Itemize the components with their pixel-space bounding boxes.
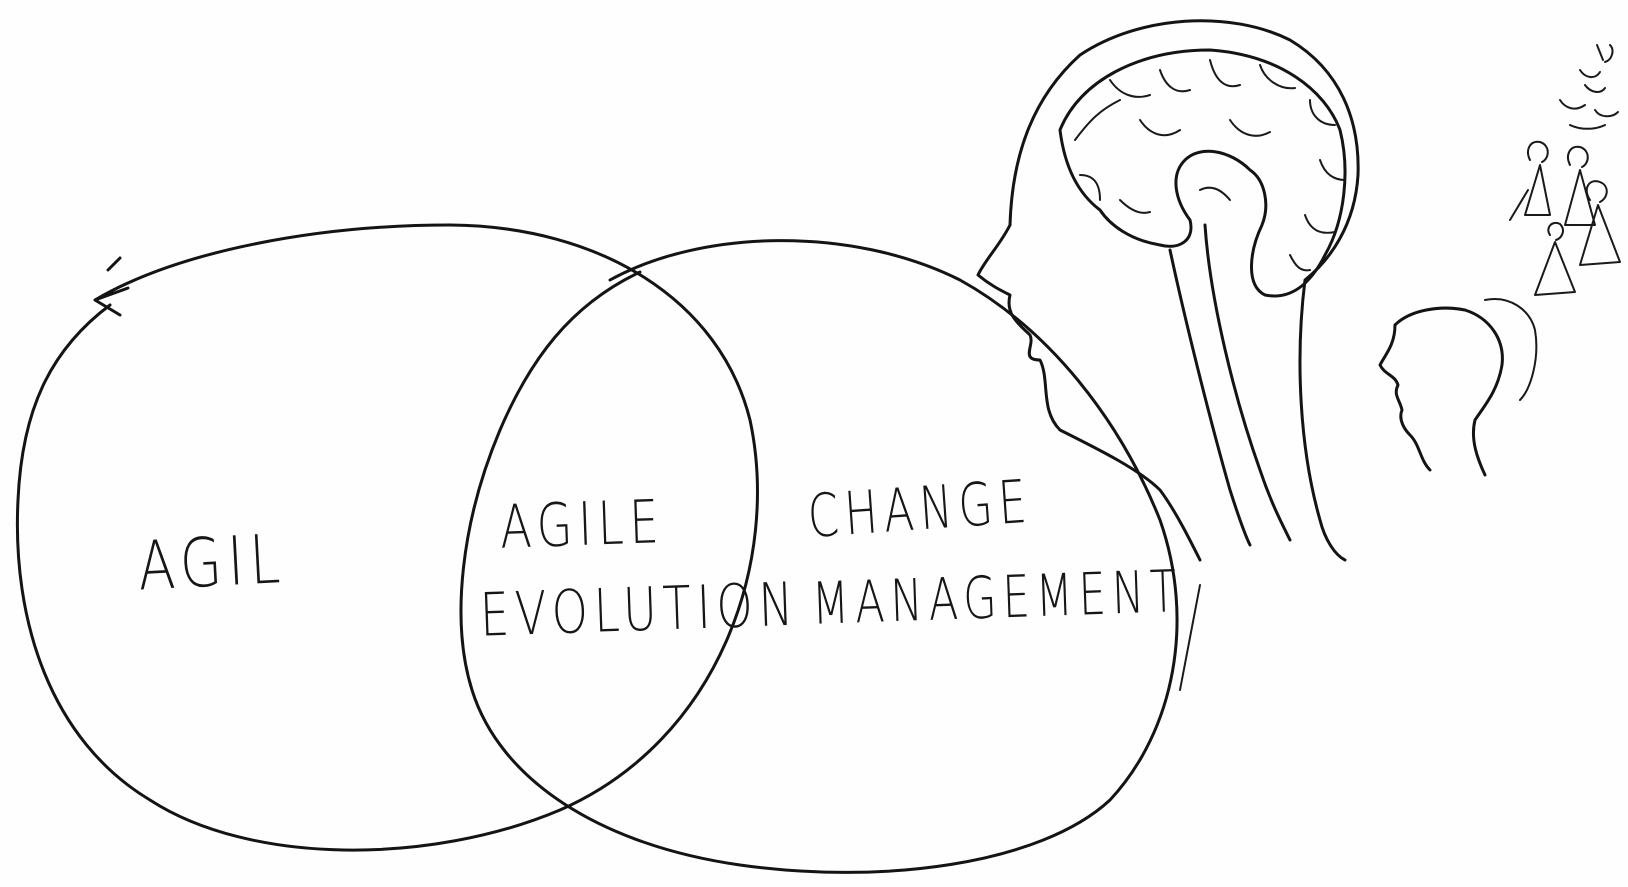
agile-text: AGILE bbox=[498, 486, 666, 563]
small-face-profile bbox=[1378, 323, 1432, 472]
evolution-text: EVOLUTION bbox=[478, 568, 801, 651]
brain-folds bbox=[1074, 59, 1346, 272]
right-set-label-line2: MANAGEMENT bbox=[811, 558, 1184, 638]
crowd-scribbles bbox=[1559, 44, 1619, 130]
head-profile-outline bbox=[1008, 19, 1360, 562]
person-figure-4 bbox=[1534, 222, 1576, 296]
small-head-outline bbox=[1393, 306, 1504, 477]
person-figure-1 bbox=[1509, 140, 1551, 221]
person-figure-2 bbox=[1564, 145, 1596, 226]
group-of-people-icon bbox=[1509, 44, 1621, 296]
brain-head-icon bbox=[976, 19, 1360, 562]
agil-text: AGIL bbox=[135, 519, 288, 606]
face-profile bbox=[976, 223, 1202, 562]
right-set-circle bbox=[459, 239, 1179, 874]
left-set-label: AGIL bbox=[136, 519, 288, 605]
small-head-back bbox=[1484, 298, 1538, 401]
intersection-label-line2: EVOLUTION bbox=[479, 569, 800, 650]
management-end-stroke bbox=[1179, 584, 1201, 691]
intersection-label-line1: AGILE bbox=[499, 486, 666, 562]
small-head-icon bbox=[1378, 298, 1538, 477]
management-text: MANAGEMENT bbox=[810, 558, 1184, 639]
left-set-circle bbox=[15, 223, 759, 852]
brain-stem bbox=[1168, 223, 1292, 547]
brain-outline bbox=[1058, 48, 1347, 298]
person-figure-3 bbox=[1579, 180, 1621, 266]
